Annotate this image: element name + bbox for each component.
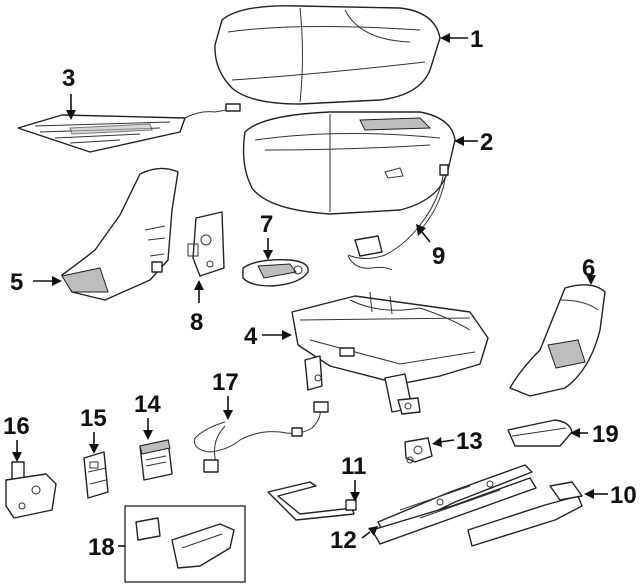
callout-11: 11: [341, 453, 366, 480]
callout-leader-lines: [12, 33, 608, 547]
part-2-seat-cushion-pad: [242, 111, 456, 215]
part-3-seat-heater-element: [17, 103, 241, 153]
part-9-seat-wire-harness: [347, 164, 449, 271]
part-15-sensor-bracket: [83, 451, 109, 499]
part-8-switch-bezel: [187, 211, 225, 277]
part-1-seat-cushion-cover: [214, 5, 441, 105]
part-11-release-bar: [267, 481, 357, 521]
part-12-seat-track: [371, 464, 537, 545]
callout-3: 3: [62, 65, 75, 92]
callout-1: 1: [470, 26, 483, 53]
part-14-control-module: [139, 439, 173, 481]
callout-5: 5: [10, 269, 23, 296]
part-18-cover-cap-set: [124, 505, 246, 583]
callout-14: 14: [134, 391, 161, 418]
callout-12: 12: [330, 527, 357, 554]
callout-17: 17: [212, 369, 239, 396]
callout-15: 15: [80, 405, 107, 432]
part-4-seat-frame-adjuster: [291, 291, 489, 415]
part-16-belt-buckle-bracket: [5, 461, 57, 519]
callout-19: 19: [592, 421, 619, 448]
callout-10: 10: [610, 482, 637, 509]
part-6-inner-side-shield: [509, 284, 606, 397]
callout-7: 7: [260, 211, 273, 238]
part-5-outer-side-shield: [61, 167, 179, 301]
callout-18: 18: [88, 534, 115, 561]
part-17-cushion-harness: [194, 401, 329, 473]
callout-8: 8: [190, 309, 203, 336]
callout-6: 6: [582, 255, 595, 282]
callout-2: 2: [480, 129, 493, 156]
callout-13: 13: [456, 428, 483, 455]
part-19-trim-cap: [507, 419, 573, 447]
part-13-motor-connector: [404, 437, 433, 464]
callout-9: 9: [432, 243, 445, 270]
part-10-track-cover: [467, 481, 583, 547]
part-7-adjuster-switch: [242, 258, 309, 287]
callout-4: 4: [244, 323, 258, 350]
callout-16: 16: [3, 413, 30, 440]
